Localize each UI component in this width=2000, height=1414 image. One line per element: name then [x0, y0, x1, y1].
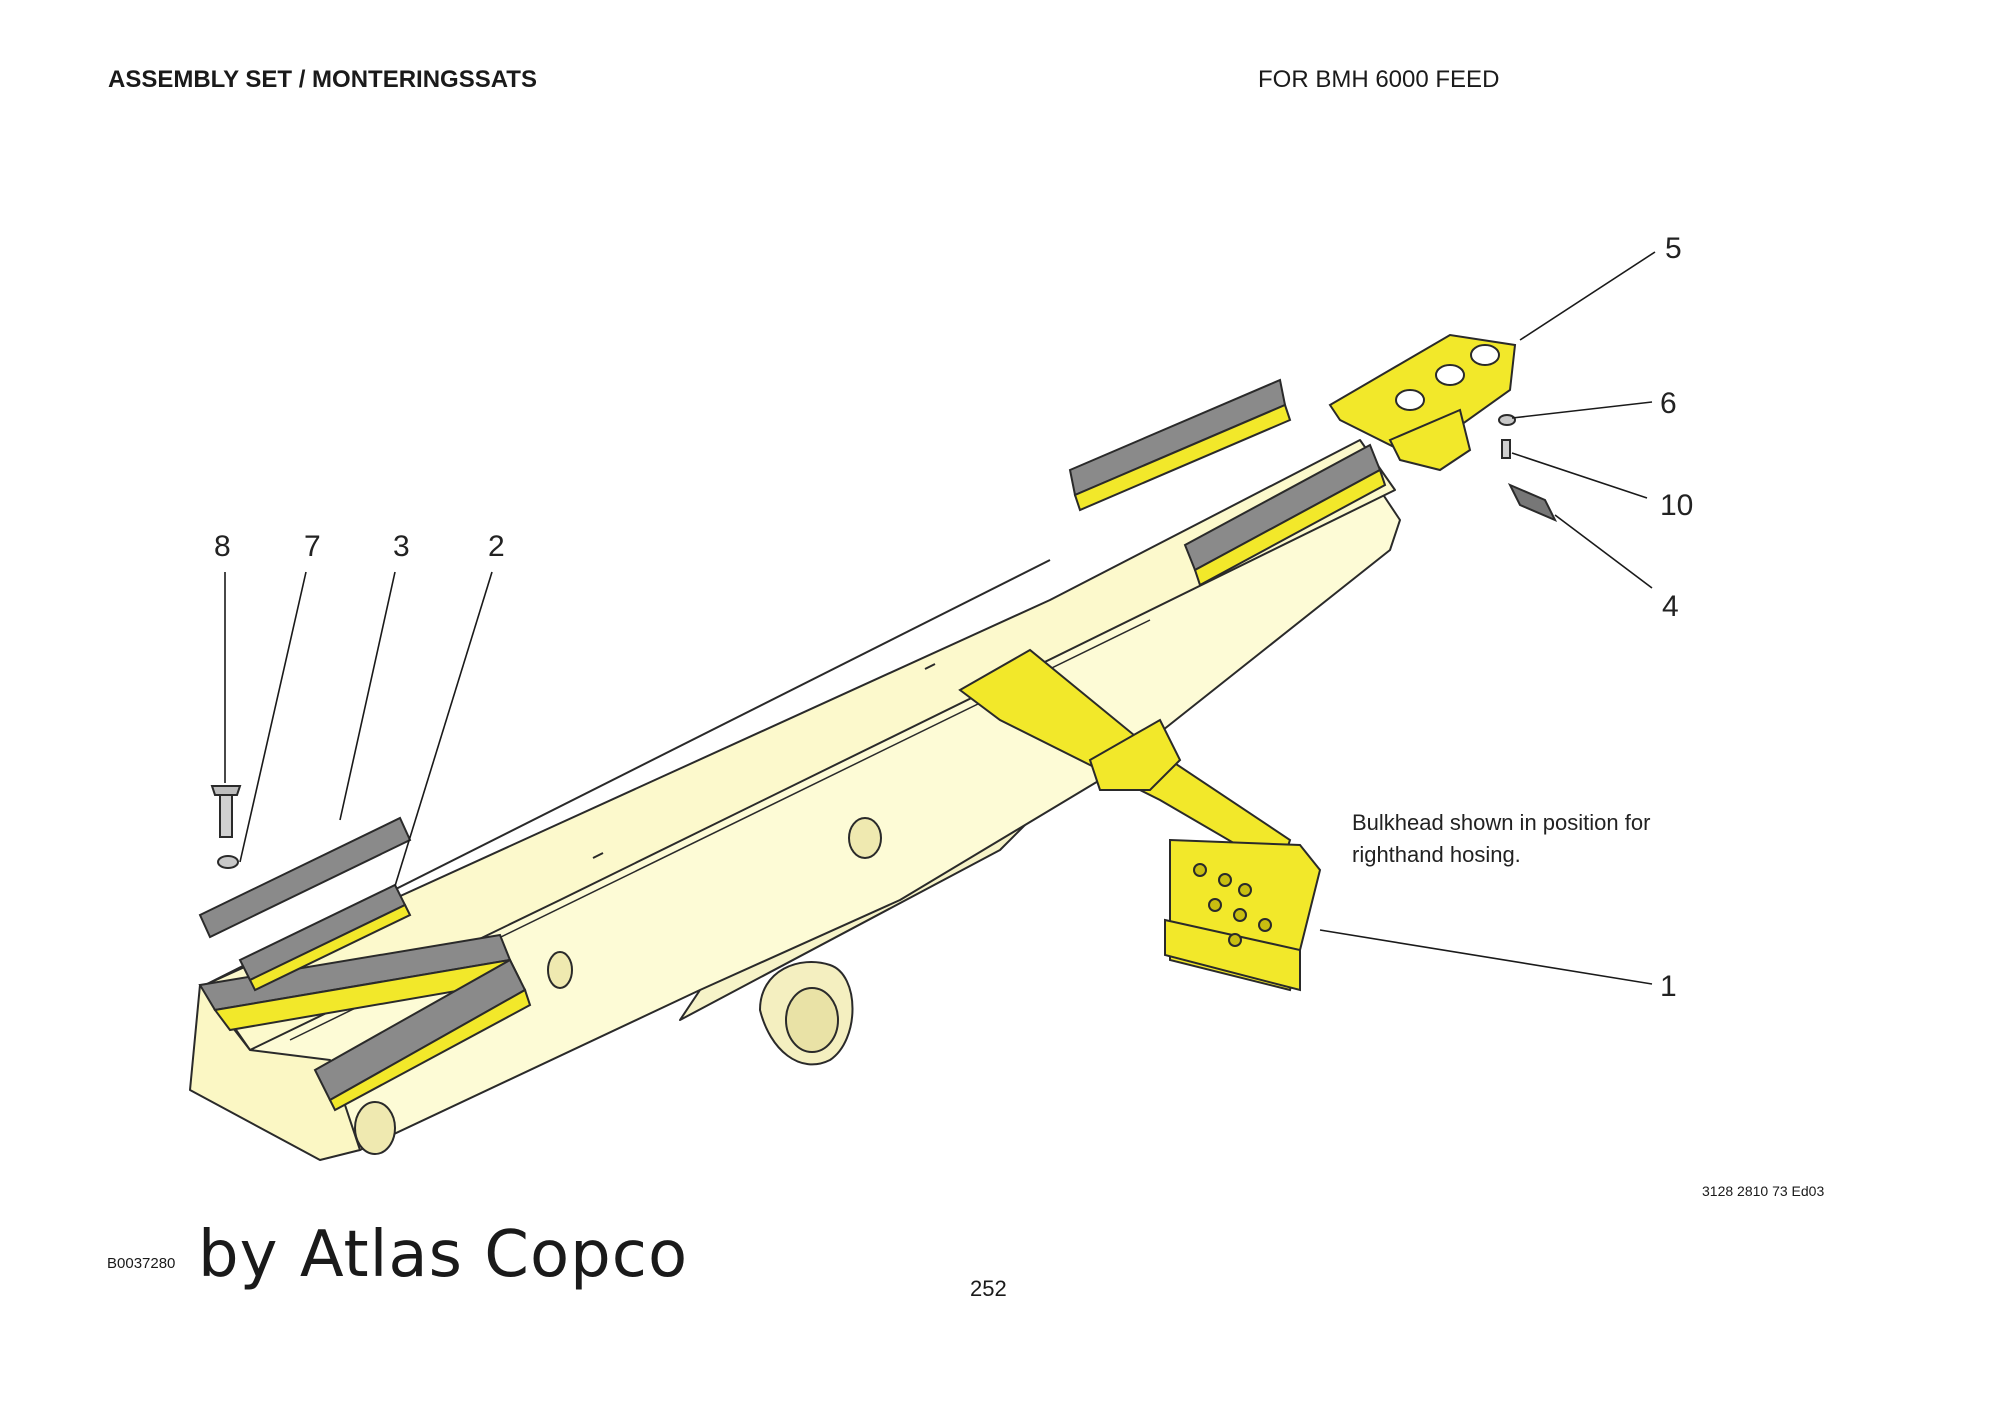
- slide-rail-right: [1068, 378, 1387, 587]
- drawing-number: B0037280: [107, 1255, 176, 1272]
- callout-3: 3: [393, 530, 410, 563]
- fastener-parts: [1498, 414, 1558, 522]
- callout-8: 8: [214, 530, 231, 563]
- callout-10: 10: [1660, 489, 1693, 522]
- callout-5: 5: [1665, 232, 1682, 265]
- note-line-1: Bulkhead shown in position for: [1352, 810, 1650, 835]
- page-number: 252: [970, 1276, 1007, 1301]
- fitting-icon: [1507, 483, 1558, 522]
- callout-7: 7: [304, 530, 321, 563]
- callout-6: 6: [1660, 387, 1677, 420]
- note-line-2: righthand hosing.: [1352, 842, 1521, 867]
- screw-icon: [1501, 439, 1511, 459]
- slide-rail-left-front: [198, 933, 532, 1112]
- callout-1: 1: [1660, 970, 1677, 1003]
- mounting-plate: [1328, 333, 1517, 472]
- callout-4: 4: [1662, 590, 1679, 623]
- loose-rail-parts: [198, 785, 412, 992]
- callout-2: 2: [488, 530, 505, 563]
- washer-icon: [1498, 414, 1516, 426]
- document-reference: 3128 2810 73 Ed03: [1702, 1183, 1825, 1199]
- leader-lines: [224, 251, 1656, 985]
- brand-text: by Atlas Copco: [198, 1218, 689, 1292]
- page-subtitle: FOR BMH 6000 FEED: [1258, 66, 1500, 93]
- bulkhead-bracket: [958, 648, 1322, 992]
- page-title: ASSEMBLY SET / MONTERINGSSATS: [108, 66, 537, 93]
